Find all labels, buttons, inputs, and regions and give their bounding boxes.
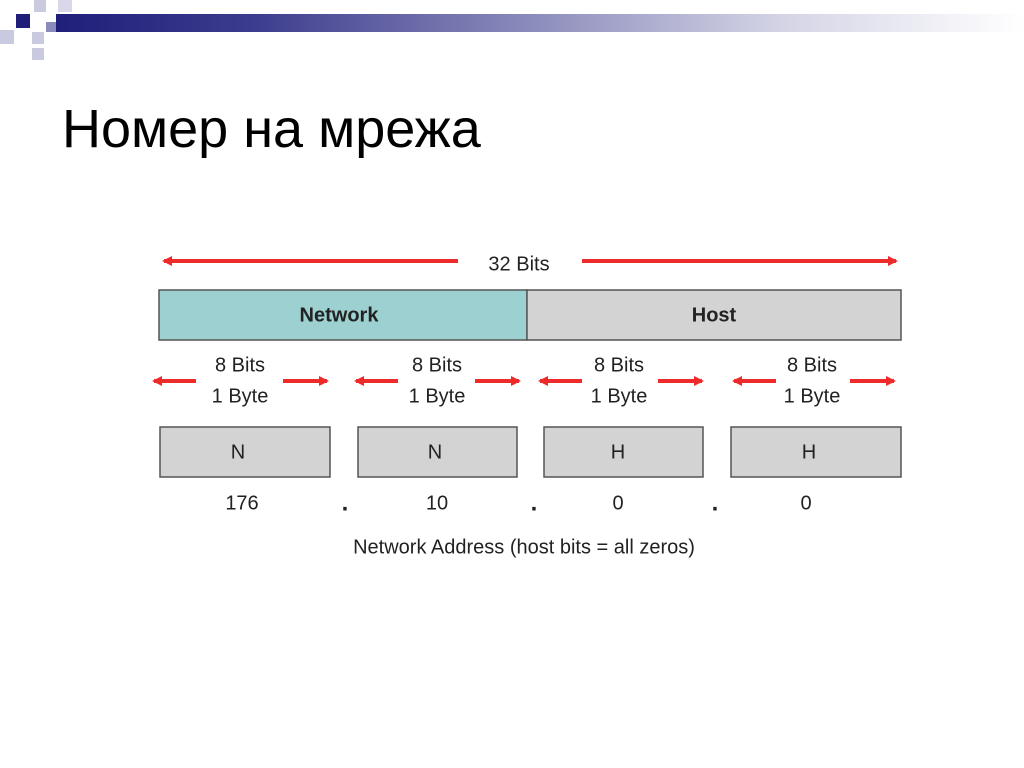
byte-1-letter: N bbox=[231, 441, 245, 463]
byte-2-value: 10 bbox=[426, 492, 448, 514]
header-square-light-1 bbox=[34, 0, 46, 12]
byte-3-letter: H bbox=[611, 441, 625, 463]
dot-separator-2: . bbox=[531, 489, 538, 516]
byte-2-letter: N bbox=[428, 441, 442, 463]
host-segment bbox=[526, 289, 902, 341]
host-segment-label: Host bbox=[692, 304, 737, 326]
byte-4-value: 0 bbox=[800, 492, 811, 514]
network-segment bbox=[158, 289, 528, 341]
dot-separator-1: . bbox=[342, 489, 349, 516]
byte-1-box bbox=[159, 426, 331, 478]
slide-title: Номер на мрежа bbox=[62, 99, 481, 159]
byte-2-size: 1 Byte bbox=[409, 385, 466, 407]
header-square-mid-1 bbox=[46, 22, 56, 32]
dot-separator-3: . bbox=[712, 489, 719, 516]
byte-4-bits: 8 Bits bbox=[787, 354, 837, 376]
byte-1-value: 176 bbox=[225, 492, 258, 514]
header-bar bbox=[56, 14, 1024, 32]
byte-4-letter: H bbox=[802, 441, 816, 463]
diagram-caption: Network Address (host bits = all zeros) bbox=[353, 536, 695, 558]
byte-2-bits: 8 Bits bbox=[412, 354, 462, 376]
header-square-light-4 bbox=[58, 0, 72, 12]
byte-2-box bbox=[357, 426, 518, 478]
byte-4-box bbox=[730, 426, 902, 478]
header-square-light-3 bbox=[32, 32, 44, 44]
byte-1-size: 1 Byte bbox=[212, 385, 269, 407]
byte-3-size: 1 Byte bbox=[591, 385, 648, 407]
header-square-light-5 bbox=[32, 48, 44, 60]
header-square-dark-1 bbox=[16, 14, 30, 28]
byte-3-box bbox=[543, 426, 704, 478]
header-square-light-2 bbox=[0, 30, 14, 44]
byte-3-value: 0 bbox=[612, 492, 623, 514]
byte-3-bits: 8 Bits bbox=[594, 354, 644, 376]
byte-4-size: 1 Byte bbox=[784, 385, 841, 407]
network-segment-label: Network bbox=[300, 304, 380, 326]
byte-1-bits: 8 Bits bbox=[215, 354, 265, 376]
total-bits-label: 32 Bits bbox=[488, 253, 549, 275]
